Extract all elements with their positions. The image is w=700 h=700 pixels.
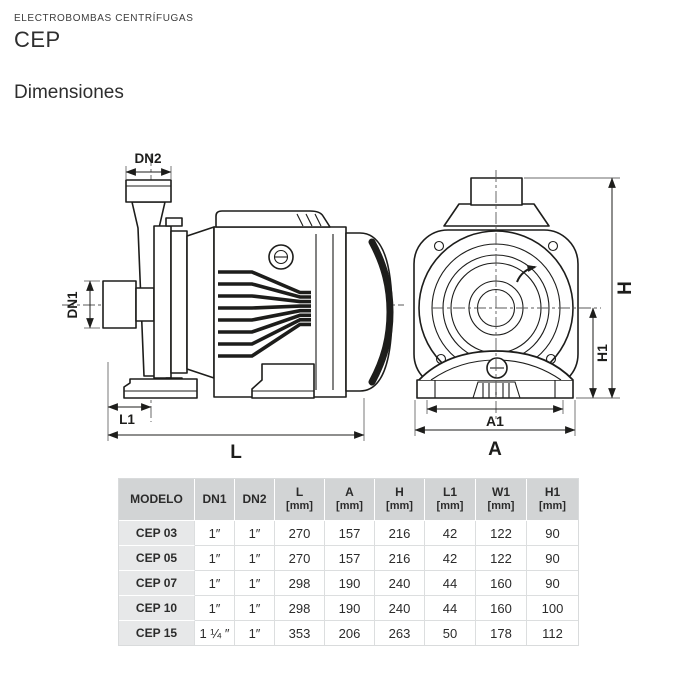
fan-cover: [345, 232, 393, 392]
dim-label-dn1: DN1: [65, 291, 80, 318]
base-slab: [416, 379, 574, 399]
dim-label-h: H: [615, 281, 636, 295]
col-header-a: A[mm]: [325, 479, 375, 521]
technical-drawing: DN2 DN1 L1 L: [62, 151, 636, 463]
discharge-flange: [125, 179, 172, 203]
col-header-l: L[mm]: [275, 479, 325, 521]
col-header-h1: H1[mm]: [527, 479, 578, 521]
pump-foot: [123, 378, 198, 399]
dim-label-a: A: [488, 439, 502, 460]
pump-side-view: DN2 DN1 L1 L: [62, 151, 404, 463]
model-cell: CEP 05: [119, 546, 195, 571]
motor-foot: [251, 363, 315, 399]
section-title: Dimensiones: [14, 82, 124, 103]
dim-label-l: L: [230, 442, 242, 463]
dim-label-h1: H1: [594, 344, 610, 362]
table-row: CEP 07 1″ 1″ 298 190 240 44 160 90: [119, 571, 578, 596]
cover-screw: [547, 240, 559, 252]
base-ribs: [472, 381, 521, 399]
dim-label-dn2: DN2: [134, 151, 161, 166]
model-cell: CEP 15: [119, 621, 195, 645]
discharge-port: [470, 177, 523, 206]
cover-screw: [433, 240, 445, 252]
rotation-arrow: [516, 264, 537, 283]
table-row: CEP 03 1″ 1″ 270 157 216 42 122 90: [119, 521, 578, 546]
table-header-row: MODELO DN1 DN2 L[mm] A[mm] H[mm] L1[mm] …: [119, 479, 578, 521]
model-cell: CEP 03: [119, 521, 195, 546]
col-header-l1: L1[mm]: [425, 479, 476, 521]
table-row: CEP 15 1 ¼ ″ 1″ 353 206 263 50 178 112: [119, 621, 578, 645]
base-arch: [418, 350, 574, 381]
col-header-w1: W1[mm]: [476, 479, 527, 521]
pump-front-view: H H1 A1 A: [413, 170, 636, 460]
model-cell: CEP 07: [119, 571, 195, 596]
terminal-box: [215, 210, 331, 228]
table-row: CEP 05 1″ 1″ 270 157 216 42 122 90: [119, 546, 578, 571]
suction-flange: [102, 280, 137, 329]
page-kicker: ELECTROBOMBAS CENTRÍFUGAS: [14, 13, 194, 24]
col-header-dn2: DN2: [235, 479, 275, 521]
dim-label-l1: L1: [119, 412, 135, 427]
table-row: CEP 10 1″ 1″ 298 190 240 44 160 100: [119, 596, 578, 621]
model-cell: CEP 10: [119, 596, 195, 621]
pump-casing: [153, 225, 172, 379]
discharge-shoulder: [443, 203, 550, 227]
fan-cover-edge: [368, 238, 394, 386]
col-header-h: H[mm]: [375, 479, 425, 521]
motor-fins: [218, 270, 311, 358]
dim-label-a1: A1: [486, 413, 504, 429]
col-header-modelo: MODELO: [119, 479, 195, 521]
suction-hub: [135, 287, 155, 322]
product-title: CEP: [14, 27, 61, 52]
pump-adapter: [186, 226, 215, 379]
dimensions-table: MODELO DN1 DN2 L[mm] A[mm] H[mm] L1[mm] …: [118, 478, 579, 646]
col-header-dn1: DN1: [195, 479, 235, 521]
